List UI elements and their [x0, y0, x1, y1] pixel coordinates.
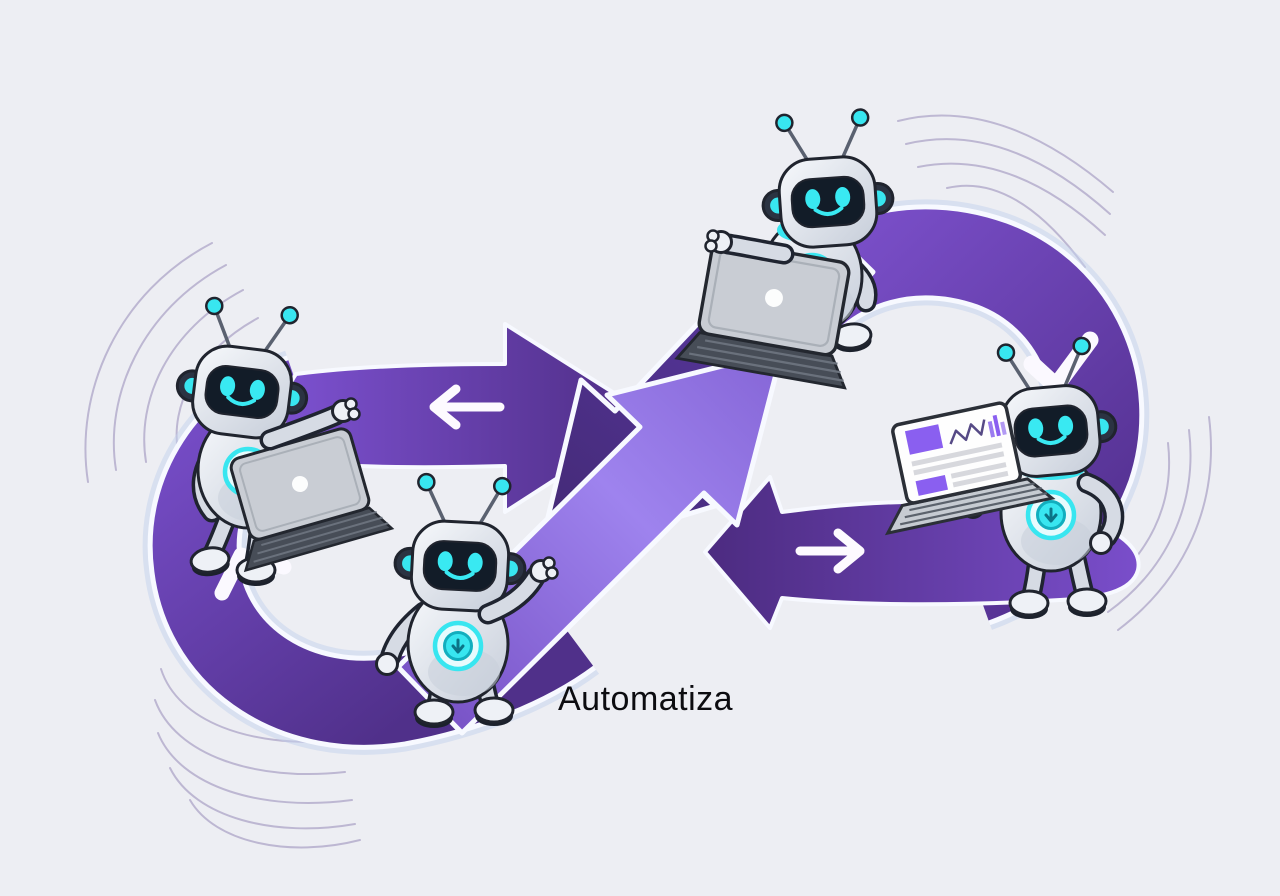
- robot-left: [170, 292, 394, 588]
- arrow-left-icon: [429, 384, 505, 430]
- caption-text: Automatiza: [558, 680, 734, 718]
- robot-foot: [413, 698, 455, 730]
- arrow-right-icon: [795, 528, 865, 574]
- robot-foot: [1008, 589, 1050, 621]
- robot-foot: [473, 696, 515, 728]
- robot-right: [864, 333, 1125, 621]
- robot-top: [675, 105, 898, 390]
- motion-arcs-top-right: [897, 114, 1114, 268]
- robot-bottom: [375, 473, 559, 730]
- robot-foot: [1066, 587, 1108, 619]
